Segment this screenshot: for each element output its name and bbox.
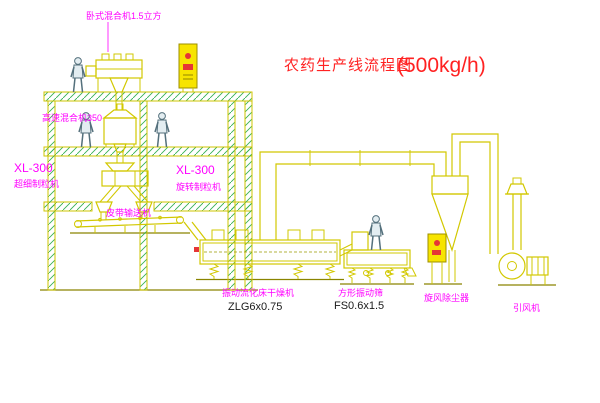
panel-button: [434, 240, 440, 246]
label-granulator-mid-model: XL-300: [176, 163, 215, 177]
cyclone-separator: [431, 175, 469, 282]
worker-figure: [154, 111, 170, 148]
column: [244, 100, 253, 291]
control-cabinet-1: [178, 43, 198, 92]
column: [47, 100, 56, 291]
floor-slab-lower-right: [153, 201, 253, 212]
label-fan: 引风机: [513, 302, 540, 313]
worker-figure: [70, 56, 86, 93]
belt-conveyor: [74, 215, 184, 233]
panel-button: [185, 53, 191, 59]
high-speed-mixer: [102, 103, 138, 163]
control-cabinet-2: [427, 233, 447, 284]
discharge-hopper: [135, 201, 153, 213]
dryer-feed-chute: [183, 221, 207, 252]
label-horizontal-mixer: 卧式混合机1.5立方: [86, 10, 162, 21]
horizontal-mixer: [85, 53, 143, 93]
label-granulator-left-name: 超细制粒机: [14, 178, 59, 189]
floor-slab-top: [43, 91, 253, 102]
column: [227, 100, 236, 291]
label-granulator-mid-name: 旋转制粒机: [176, 181, 221, 192]
label-sieve-model: FS0.6x1.5: [334, 300, 384, 312]
discharge-hopper: [95, 201, 113, 213]
drawing-title-capacity: (500kg/h): [397, 54, 486, 77]
exhaust-stack: [505, 177, 529, 250]
exhaust-duct: [259, 150, 447, 240]
spring: [385, 267, 395, 283]
mixer-drop-pipe: [115, 92, 123, 110]
spring: [347, 267, 357, 283]
worker-figure: [368, 214, 384, 251]
label-dryer-name: 振动流化床干燥机: [222, 287, 294, 298]
label-dryer-model: ZLG6x0.75: [228, 301, 282, 313]
vibrating-sieve: [343, 231, 417, 283]
label-belt-conveyor: 皮带输送机: [106, 207, 151, 218]
ground-lines: [40, 232, 556, 291]
induced-draft-fan: [498, 252, 549, 285]
spring: [292, 263, 304, 279]
fluid-bed-dryer: [199, 229, 353, 279]
spring: [400, 267, 410, 283]
floor-slab-lower-left: [43, 201, 93, 212]
sieve-outlet: [403, 267, 417, 277]
spring: [365, 267, 375, 283]
cyclone-outlet-duct: [451, 133, 499, 254]
spring: [324, 263, 336, 279]
rotary-granulator: [95, 162, 153, 220]
spring: [208, 263, 220, 279]
floor-slab-middle: [43, 146, 253, 157]
drawing-title: 农药生产线流程图: [284, 57, 412, 74]
column: [139, 100, 148, 291]
label-granulator-left-model: XL-300: [14, 161, 53, 175]
spring: [242, 263, 254, 279]
label-high-speed-mixer: 高速混合机350: [42, 112, 102, 123]
label-sieve-name: 方形振动筛: [338, 287, 383, 298]
label-cyclone: 旋风除尘器: [424, 292, 469, 303]
building-structure: [43, 91, 253, 291]
